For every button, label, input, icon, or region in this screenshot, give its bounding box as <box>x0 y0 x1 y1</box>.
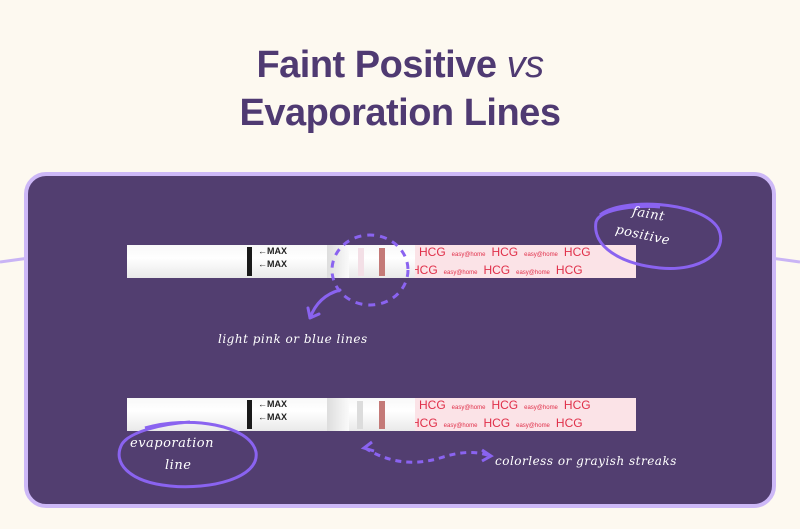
strip-bar <box>247 400 252 429</box>
title-line-2: Evaporation Lines <box>239 92 561 134</box>
hcg-text: HCG <box>491 398 519 412</box>
arrow-head-right-icon <box>481 448 494 463</box>
brand-logo: easy@home <box>443 423 478 429</box>
hcg-text: HCG <box>555 416 583 430</box>
hcg-text: HCG <box>563 398 591 412</box>
max-label: ←MAX <box>258 412 287 422</box>
max-label: ←MAX <box>258 246 287 256</box>
title-vs: vs <box>506 44 545 86</box>
evaporation-circle <box>117 420 258 489</box>
brand-logo: easy@home <box>443 270 478 276</box>
strip-bar <box>247 247 252 276</box>
max-label: ←MAX <box>258 259 287 269</box>
evaporation-label-1: evaporation <box>130 436 214 451</box>
brand-logo: easy@home <box>451 405 486 411</box>
grayish-label: colorless or grayish streaks <box>495 454 677 468</box>
comparison-panel <box>24 172 776 508</box>
control-line <box>379 248 385 276</box>
arrow-head-left-icon <box>360 440 375 453</box>
faint-test-line <box>358 248 364 276</box>
evaporation-line <box>357 401 363 429</box>
title-line-1: Faint Positive vs <box>0 44 800 87</box>
strip-well <box>327 245 349 278</box>
strip-well <box>327 398 349 431</box>
hcg-text: HCG <box>563 245 591 259</box>
hcg-text: HCG <box>419 398 446 412</box>
double-arrow-icon <box>364 446 491 464</box>
control-line <box>379 401 385 429</box>
max-label: ←MAX <box>258 399 287 409</box>
hcg-text: HCG <box>483 416 511 430</box>
hcg-text: HCG <box>419 245 446 259</box>
title-faint-positive: Faint Positive <box>256 44 497 86</box>
curved-arrow-icon <box>306 288 342 320</box>
hcg-text: HCG <box>411 416 438 430</box>
brand-logo: easy@home <box>516 423 550 429</box>
dashed-circle <box>330 233 410 307</box>
hcg-text: HCG <box>555 263 583 277</box>
brand-logo: easy@home <box>524 252 558 258</box>
evaporation-label-2: line <box>165 458 192 473</box>
hcg-text: HCG <box>491 245 519 259</box>
brand-logo: easy@home <box>451 252 486 258</box>
light-lines-label: light pink or blue lines <box>218 332 368 346</box>
brand-logo: easy@home <box>516 270 550 276</box>
hcg-text: HCG <box>411 263 438 277</box>
faint-positive-circle <box>594 202 723 271</box>
brand-logo: easy@home <box>524 405 558 411</box>
hcg-text: HCG <box>483 263 511 277</box>
